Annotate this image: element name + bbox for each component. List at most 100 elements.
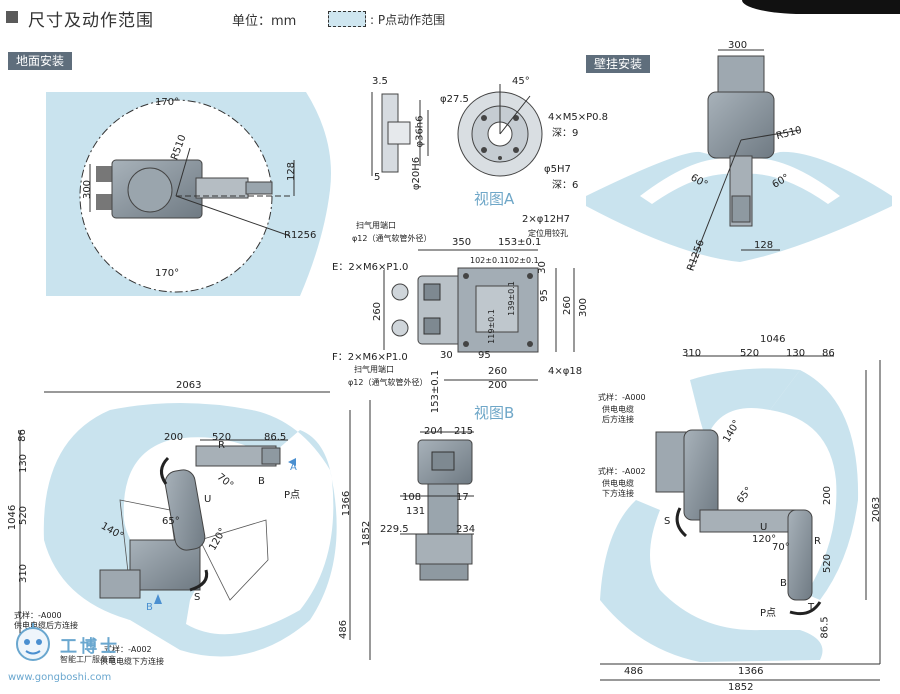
range-legend-swatch: [328, 11, 366, 27]
wall-side-p-point: P点: [760, 608, 777, 619]
view-a-m5-depth: 深：9: [552, 128, 579, 139]
view-b-d95-bottom: 95: [478, 350, 491, 361]
view-b-holes: 4×φ18: [548, 366, 583, 377]
wall-side-d86: 86: [822, 348, 835, 359]
floor-side-cable-rear-code: 式样：-A000: [14, 611, 62, 620]
wall-top-d300: 300: [728, 40, 748, 51]
floor-side-d130: 130: [18, 453, 30, 474]
header-square-icon: [6, 11, 18, 23]
view-b-d102-b: 102±0.1: [504, 256, 539, 265]
floor-side-cable-rear-desc: 供电电缆后方连接: [14, 621, 78, 630]
floor-side-p-point: P点: [284, 490, 301, 501]
floor-side-cable-bottom-desc: 供电电缆下方连接: [100, 657, 164, 666]
wall-top-view: [586, 49, 892, 271]
wall-side-axis-b: B: [780, 578, 787, 589]
wall-side-angle-70: 70°: [772, 542, 790, 553]
page-header: 尺寸及动作范围 单位：mm : P点动作范围: [6, 8, 894, 34]
floor-side-cable-bottom-code: 式样：-A002: [104, 645, 152, 654]
view-a-d5h7: φ5H7: [544, 164, 571, 175]
floor-top-angle-top: 170°: [155, 97, 180, 108]
wall-side-d520-vertical: 520: [822, 553, 834, 574]
decorative-corner: [742, 0, 900, 14]
wall-side-cable-bottom-code: 式样：-A002: [598, 467, 646, 476]
floor-side-view: [19, 391, 371, 660]
floor-side-d310: 310: [18, 563, 30, 584]
view-a-d5h7-depth: 深：6: [552, 180, 579, 191]
front-view-d108: 108: [402, 492, 422, 503]
view-b-d95-right: 95: [538, 289, 550, 302]
wall-side-d1046: 1046: [760, 334, 786, 345]
wall-side-d1366: 1366: [738, 666, 764, 677]
wall-side-d486: 486: [624, 666, 644, 677]
front-view-d215: 215: [454, 426, 474, 437]
view-a-d3-5: 3.5: [372, 76, 388, 87]
front-view: [400, 431, 474, 581]
view-b-d260-right: 260: [562, 295, 574, 316]
wall-top-d128: 128: [754, 240, 774, 251]
front-view-d131: 131: [406, 506, 426, 517]
floor-side-angle-65: 65°: [162, 516, 180, 527]
front-view-d204: 204: [424, 426, 444, 437]
view-b-purge-top-spec: φ12（通气软管外径）: [352, 234, 432, 243]
mascot-logo-icon: [16, 623, 50, 661]
view-b-d119: 119±0.1: [486, 309, 496, 344]
wall-side-d200: 200: [822, 485, 834, 506]
floor-side-d1366: 1366: [341, 490, 353, 517]
floor-top-view: [46, 92, 331, 296]
floor-side-d86-5: 86.5: [264, 432, 287, 443]
view-b-d200: 200: [488, 380, 508, 391]
view-b-drawing: [383, 249, 575, 381]
floor-side-d486: 486: [338, 619, 350, 640]
view-b-d260-bottom: 260: [488, 366, 508, 377]
floor-side-d1852: 1852: [361, 520, 373, 547]
view-b-d260-left: 260: [372, 301, 384, 322]
wall-mount-label: 壁挂安装: [586, 55, 651, 73]
unit-label: 单位：mm: [232, 14, 297, 29]
floor-mount-label: 地面安装: [8, 52, 73, 70]
floor-top-angle-bottom: 170°: [155, 268, 180, 279]
page-title: 尺寸及动作范围: [28, 11, 154, 31]
floor-side-d200: 200: [164, 432, 184, 443]
view-b-purge-bottom-title: 扫气用端口: [354, 365, 394, 374]
watermark-brand: 工博士: [60, 637, 120, 657]
view-b-caption: 视图B: [474, 404, 515, 422]
front-view-d229-5: 229.5: [380, 524, 409, 535]
view-a-d27-5: φ27.5: [440, 94, 469, 105]
floor-side-d86: 86: [16, 429, 28, 442]
wall-side-cable-rear-desc2: 后方连接: [602, 415, 634, 424]
wall-side-d310: 310: [682, 348, 702, 359]
floor-side-axis-s: S: [194, 592, 201, 603]
view-a-d36h6: φ36h6: [414, 115, 426, 148]
view-b-pin-note: 定位用铰孔: [528, 229, 568, 238]
wall-side-axis-t: T: [808, 602, 815, 613]
view-b-purge-top-title: 扫气用端口: [356, 221, 396, 230]
wall-side-cable-bottom-desc2: 下方连接: [602, 489, 634, 498]
view-b-d139: 139±0.1: [506, 281, 516, 316]
floor-top-d300: 300: [82, 179, 94, 200]
floor-top-d128: 128: [286, 161, 298, 182]
view-a-m5-thread: 4×M5×P0.8: [548, 112, 609, 123]
floor-side-d520-top: 520: [212, 432, 232, 443]
floor-side-d1046: 1046: [7, 504, 19, 531]
view-b-d30-bottom: 30: [440, 350, 453, 361]
wall-side-axis-s: S: [664, 516, 671, 527]
view-a-angle-45: 45°: [512, 76, 530, 87]
floor-side-view-a-marker: A: [290, 462, 297, 473]
view-b-d153-left: 153±0.1: [430, 369, 442, 414]
wall-side-cable-bottom-desc1: 供电电缆: [602, 479, 634, 488]
wall-side-cable-rear-code: 式样：-A000: [598, 393, 646, 402]
view-b-e-screw: E：2×M6×P1.0: [332, 262, 409, 273]
watermark-url: www.gongboshi.com: [8, 672, 112, 683]
floor-side-axis-b: B: [258, 476, 265, 487]
view-a-d5: 5: [374, 172, 381, 183]
view-b-d153-top: 153±0.1: [498, 237, 542, 248]
view-b-f-screw: F：2×M6×P1.0: [332, 352, 408, 363]
view-b-purge-bottom-spec: φ12（通气软管外径）: [348, 378, 428, 387]
view-b-pin: 2×φ12H7: [522, 214, 570, 225]
view-b-d102-a: 102±0.1: [470, 256, 505, 265]
view-a-drawing: [371, 84, 543, 177]
floor-side-d2063: 2063: [176, 380, 202, 391]
view-b-d30-right: 30: [536, 261, 548, 274]
view-b-d350: 350: [452, 237, 472, 248]
